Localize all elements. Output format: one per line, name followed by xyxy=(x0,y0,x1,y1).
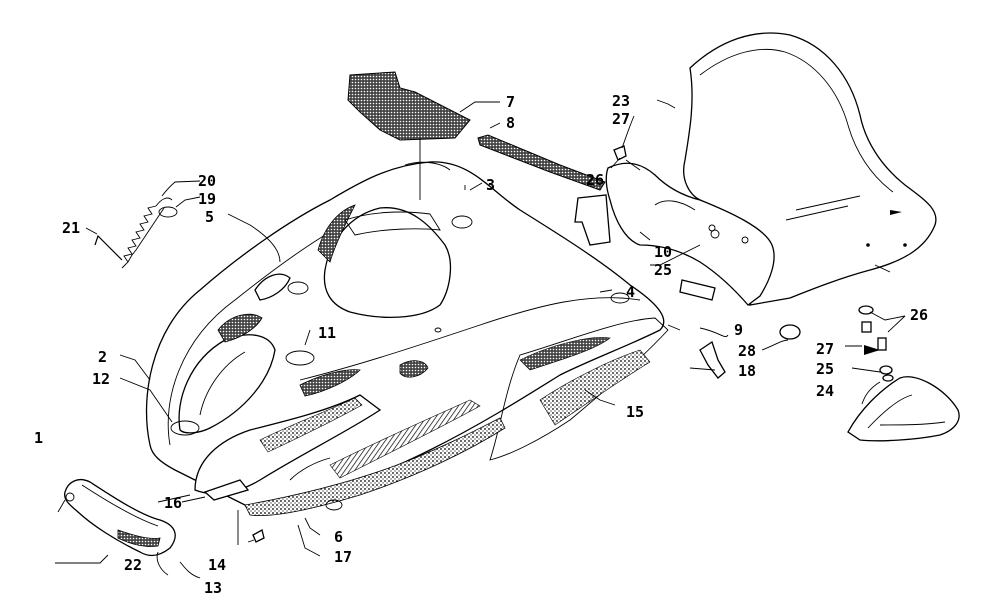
callout-17: 17 xyxy=(334,548,352,566)
hardware-stack xyxy=(858,305,894,382)
callout-1: 1 xyxy=(34,429,43,447)
callout-19: 19 xyxy=(198,190,216,208)
latch-18 xyxy=(699,340,726,379)
bumper-22 xyxy=(64,478,176,557)
callout-8: 8 xyxy=(506,114,515,132)
callout-21: 21 xyxy=(62,219,80,237)
callout-27-bracket: 27 xyxy=(816,340,834,358)
decal-9 xyxy=(679,279,716,301)
spring-assembly xyxy=(94,197,178,269)
plate-16 xyxy=(203,479,250,501)
trim-strip xyxy=(477,134,606,191)
callout-14: 14 xyxy=(208,556,226,574)
callout-4: 4 xyxy=(626,283,635,301)
screw-14 xyxy=(252,529,265,543)
callout-18: 18 xyxy=(738,362,756,380)
windshield-bracket xyxy=(605,162,775,306)
callout-13: 13 xyxy=(204,579,222,597)
callout-22: 22 xyxy=(124,556,142,574)
callout-26-windshield: 26 xyxy=(586,171,604,189)
callout-10: 10 xyxy=(654,243,672,261)
callout-28: 28 xyxy=(738,342,756,360)
windshield xyxy=(683,32,937,306)
callout-25-bracket: 25 xyxy=(816,360,834,378)
callout-20: 20 xyxy=(198,172,216,190)
top-decal xyxy=(347,71,471,141)
callout-5: 5 xyxy=(205,208,214,226)
callout-3: 3 xyxy=(486,176,495,194)
hardware-windshield xyxy=(613,145,720,239)
decal-10 xyxy=(574,194,611,246)
callout-6: 6 xyxy=(334,528,343,546)
callout-11: 11 xyxy=(318,324,336,342)
callout-27-windshield: 27 xyxy=(612,110,630,128)
callout-26-bracket: 26 xyxy=(910,306,928,324)
callout-16: 16 xyxy=(164,494,182,512)
callout-2: 2 xyxy=(98,348,107,366)
hood xyxy=(145,161,669,516)
callout-labels: 1 2 3 4 5 6 7 8 9 10 11 12 13 14 15 16 1… xyxy=(34,92,928,597)
callout-7: 7 xyxy=(506,93,515,111)
callout-23: 23 xyxy=(612,92,630,110)
callout-9: 9 xyxy=(734,321,743,339)
callout-24: 24 xyxy=(816,382,834,400)
side-bracket-24 xyxy=(847,376,960,442)
washer-28 xyxy=(779,324,801,340)
callout-12: 12 xyxy=(92,370,110,388)
callout-15: 15 xyxy=(626,403,644,421)
leader-lines xyxy=(55,99,906,579)
callout-25-windshield: 25 xyxy=(654,261,672,279)
